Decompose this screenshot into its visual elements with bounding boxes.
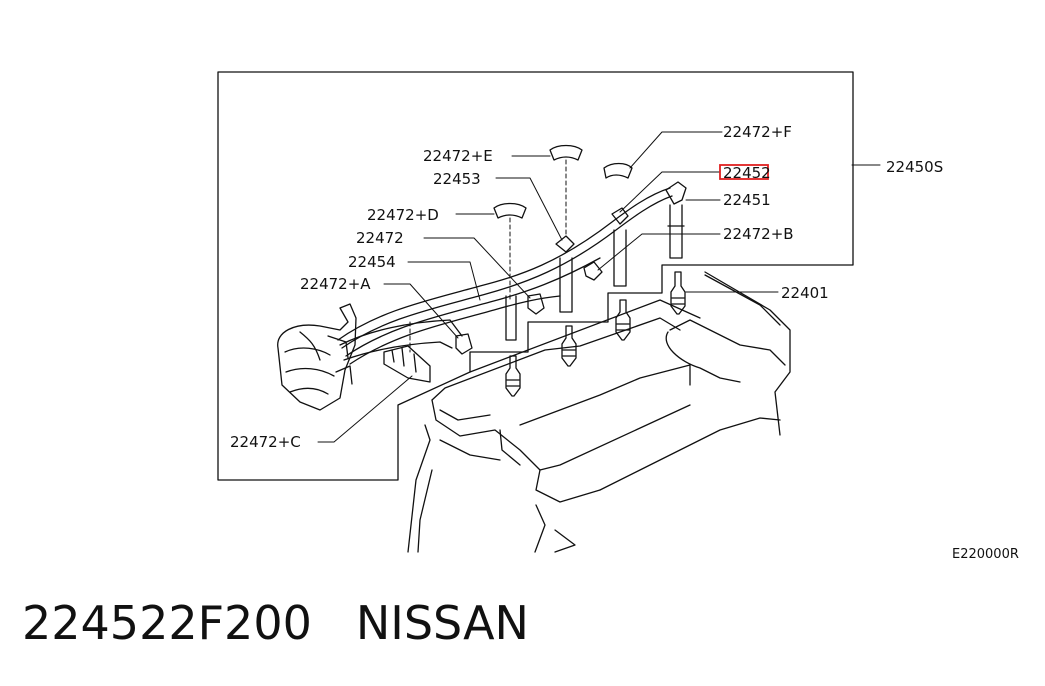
- distributor-cap: [277, 303, 357, 411]
- label-22454[interactable]: 22454: [348, 253, 396, 271]
- engine-cylinder-head: [407, 271, 791, 553]
- label-22472-A[interactable]: 22472+A: [300, 275, 371, 293]
- wire-clamps: [383, 144, 633, 383]
- reference-code: E220000R: [952, 547, 1019, 562]
- label-22472-D[interactable]: 22472+D: [367, 206, 439, 224]
- brand-name: NISSAN: [355, 596, 529, 650]
- leader-lines: [317, 131, 881, 443]
- label-22453[interactable]: 22453: [433, 170, 481, 188]
- label-22472-F[interactable]: 22472+F: [723, 123, 792, 141]
- label-22472-B[interactable]: 22472+B: [723, 225, 794, 243]
- part-footer: 224522F200 NISSAN: [22, 596, 529, 650]
- label-22401[interactable]: 22401: [781, 284, 829, 302]
- label-22472-E[interactable]: 22472+E: [423, 147, 493, 165]
- assembly-frame: [217, 71, 854, 481]
- label-22451[interactable]: 22451: [723, 191, 771, 209]
- ignition-wire-harness: [337, 187, 673, 365]
- ignition-wire-diagram: 22472+F 22472+E 22453 22452 22451 22472+…: [217, 71, 1019, 562]
- label-22452[interactable]: 22452: [723, 164, 771, 182]
- part-number: 224522F200: [22, 596, 312, 650]
- spark-plugs: [505, 271, 686, 397]
- highlight-box-22452: [719, 164, 769, 180]
- label-22472[interactable]: 22472: [356, 229, 404, 247]
- label-22472-C[interactable]: 22472+C: [230, 433, 301, 451]
- plug-cords: [505, 181, 687, 341]
- label-22450S[interactable]: 22450S: [886, 158, 943, 176]
